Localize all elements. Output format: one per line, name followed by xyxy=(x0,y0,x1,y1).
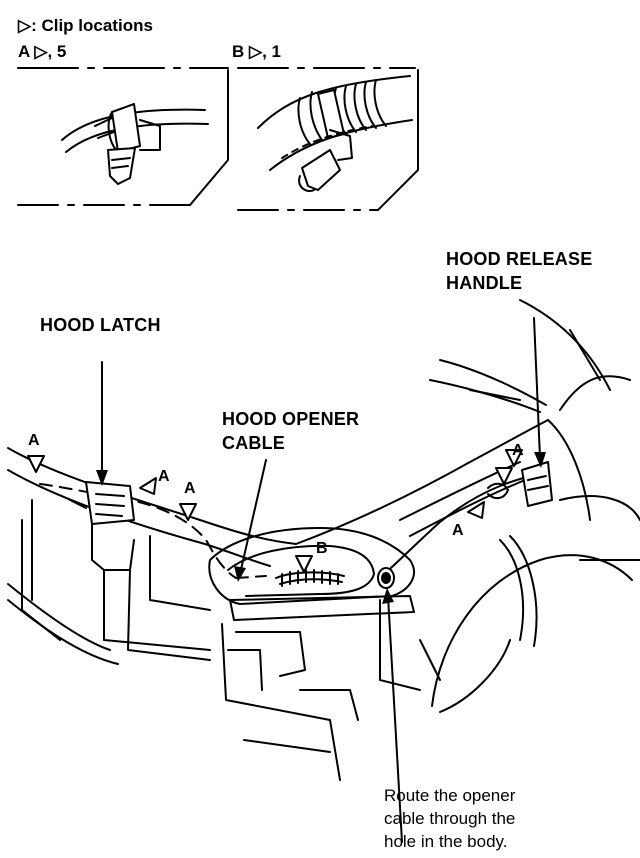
clip-a-marker-label: A xyxy=(452,522,464,539)
route-note-line2: cable through the xyxy=(384,809,516,828)
clip-marker-triangle xyxy=(467,501,485,519)
arrow-head xyxy=(234,566,246,582)
clip-marker-triangle xyxy=(27,455,45,473)
arrow-head xyxy=(534,452,546,468)
hood-latch-label: HOOD LATCH xyxy=(40,315,161,335)
leader-lines xyxy=(101,317,541,843)
clip-marker-triangle xyxy=(139,477,157,495)
clip-b-marker-label: B xyxy=(316,540,328,557)
hood-opener-cable-label-line2: CABLE xyxy=(222,433,285,453)
clip-a-marker-label: A xyxy=(158,468,170,485)
clip-a-legend: A ▷, 5 xyxy=(18,42,67,61)
clip-marker-triangle xyxy=(505,449,523,467)
hood-latch-part xyxy=(69,481,135,525)
clip-a-marker-label: A xyxy=(28,432,40,449)
clip-marker-triangle xyxy=(179,503,197,521)
arrow-head xyxy=(382,588,394,604)
arrow-head xyxy=(96,470,108,486)
hood-opener-cable-label-line1: HOOD OPENER xyxy=(222,409,360,429)
hood-release-handle-part xyxy=(487,461,553,507)
clip-a-marker-label: A xyxy=(184,480,196,497)
hood-opener-cable xyxy=(39,473,541,579)
clip-a-marker-label: A xyxy=(512,442,524,459)
route-note-line1: Route the opener xyxy=(384,786,516,805)
route-note-line3: hole in the body. xyxy=(384,832,508,851)
body-hole-grommet xyxy=(377,567,395,589)
clip-markers xyxy=(27,449,523,573)
clip-b-inset xyxy=(237,67,419,211)
hood-release-handle-label-line1: HOOD RELEASE xyxy=(446,249,593,269)
hood-release-handle-label-line2: HANDLE xyxy=(446,273,523,293)
legend-title: ▷: Clip locations xyxy=(18,16,153,35)
clip-b-legend: B ▷, 1 xyxy=(232,42,281,61)
clip-marker-triangle xyxy=(495,467,513,485)
vehicle-front-structure xyxy=(7,299,640,781)
clip-marker-triangle xyxy=(295,555,313,573)
clip-a-inset xyxy=(17,67,229,206)
clip-b-band xyxy=(275,569,345,587)
